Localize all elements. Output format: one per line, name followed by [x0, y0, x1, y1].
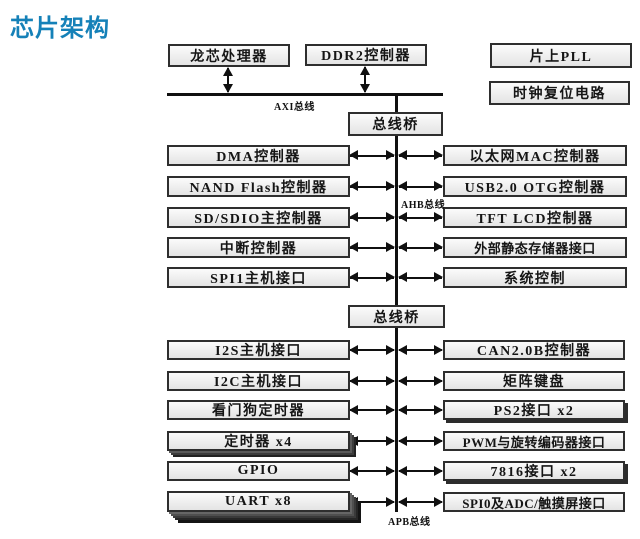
apb-arrow-right-5 — [398, 465, 443, 476]
block-i2c-host-interface: I2C主机接口 — [167, 371, 350, 391]
ahb-arrow-left-1 — [349, 150, 395, 160]
block-can2-0b-controller: CAN2.0B控制器 — [443, 340, 625, 360]
block-usb2-otg-controller: USB2.0 OTG控制器 — [443, 176, 627, 197]
ahb-arrow-right-2 — [398, 181, 443, 191]
block-on-chip-pll: 片上PLL — [490, 43, 632, 68]
block-spi0-adc-touchscreen-interface: SPI0及ADC/触摸屏接口 — [443, 492, 625, 512]
apb-arrow-right-2 — [398, 375, 443, 386]
block-clock-reset-circuit: 时钟复位电路 — [489, 81, 630, 105]
axi-bus-line — [167, 93, 443, 96]
block-sd-sdio-host-controller: SD/SDIO主控制器 — [167, 207, 350, 228]
block-bus-bridge-2: 总线桥 — [348, 305, 445, 328]
block-interrupt-controller: 中断控制器 — [167, 237, 350, 258]
apb-arrow-left-2 — [349, 375, 395, 386]
system-bus-line — [395, 93, 398, 512]
apb-arrow-right-4 — [398, 435, 443, 446]
block-i2s-host-interface: I2S主机接口 — [167, 340, 350, 360]
axi-bus-label: AXI总线 — [274, 102, 315, 113]
ahb-arrow-right-5 — [398, 272, 443, 282]
block-ddr2-controller: DDR2控制器 — [305, 44, 427, 66]
block-uart-x8: UART x8 — [167, 491, 350, 512]
block-bus-bridge-1: 总线桥 — [348, 112, 443, 136]
ahb-arrow-left-4 — [349, 242, 395, 252]
apb-arrow-left-6 — [349, 496, 395, 507]
block-gpio: GPIO — [167, 461, 350, 481]
apb-arrow-left-4 — [349, 435, 395, 446]
ahb-arrow-right-3 — [398, 212, 443, 222]
block-watchdog-timer: 看门狗定时器 — [167, 400, 350, 420]
block-timer-x4: 定时器 x4 — [167, 431, 350, 451]
ahb-bus-label: AHB总线 — [401, 200, 446, 211]
block-dma-controller: DMA控制器 — [167, 145, 350, 166]
block-tft-lcd-controller: TFT LCD控制器 — [443, 207, 627, 228]
block-external-static-memory-interface: 外部静态存储器接口 — [443, 237, 627, 258]
apb-arrow-right-6 — [398, 496, 443, 507]
block-matrix-keypad: 矩阵键盘 — [443, 371, 625, 391]
block-7816-interface-x2: 7816接口 x2 — [443, 461, 625, 481]
page-title: 芯片架构 — [10, 15, 110, 42]
block-system-control: 系统控制 — [443, 267, 627, 288]
apb-arrow-left-5 — [349, 465, 395, 476]
ddr2-axi-arrow — [359, 66, 370, 93]
block-spi1-host-interface: SPI1主机接口 — [167, 267, 350, 288]
block-loongson-cpu: 龙芯处理器 — [168, 44, 290, 67]
ahb-arrow-right-1 — [398, 150, 443, 160]
ahb-arrow-left-5 — [349, 272, 395, 282]
apb-bus-label: APB总线 — [388, 517, 431, 528]
apb-arrow-right-1 — [398, 344, 443, 355]
block-pwm-rotary-encoder-interface: PWM与旋转编码器接口 — [443, 431, 625, 451]
ahb-arrow-left-3 — [349, 212, 395, 222]
ahb-arrow-right-4 — [398, 242, 443, 252]
block-ps2-interface-x2: PS2接口 x2 — [443, 400, 625, 420]
apb-arrow-left-1 — [349, 344, 395, 355]
block-ethernet-mac-controller: 以太网MAC控制器 — [443, 145, 627, 166]
apb-arrow-left-3 — [349, 404, 395, 415]
apb-arrow-right-3 — [398, 404, 443, 415]
ahb-arrow-left-2 — [349, 181, 395, 191]
cpu-axi-arrow — [222, 67, 233, 93]
block-nand-flash-controller: NAND Flash控制器 — [167, 176, 350, 197]
